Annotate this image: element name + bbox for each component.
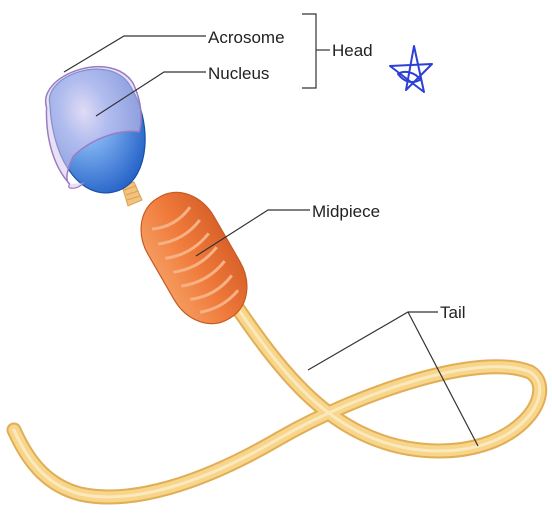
tail-shape [14,300,540,497]
label-nucleus: Nucleus [208,64,269,83]
handwritten-star-icon [390,46,432,92]
head-shape [34,57,159,204]
label-acrosome: Acrosome [208,28,285,47]
label-head: Head [332,41,373,60]
label-tail: Tail [440,303,466,322]
label-midpiece: Midpiece [312,202,380,221]
